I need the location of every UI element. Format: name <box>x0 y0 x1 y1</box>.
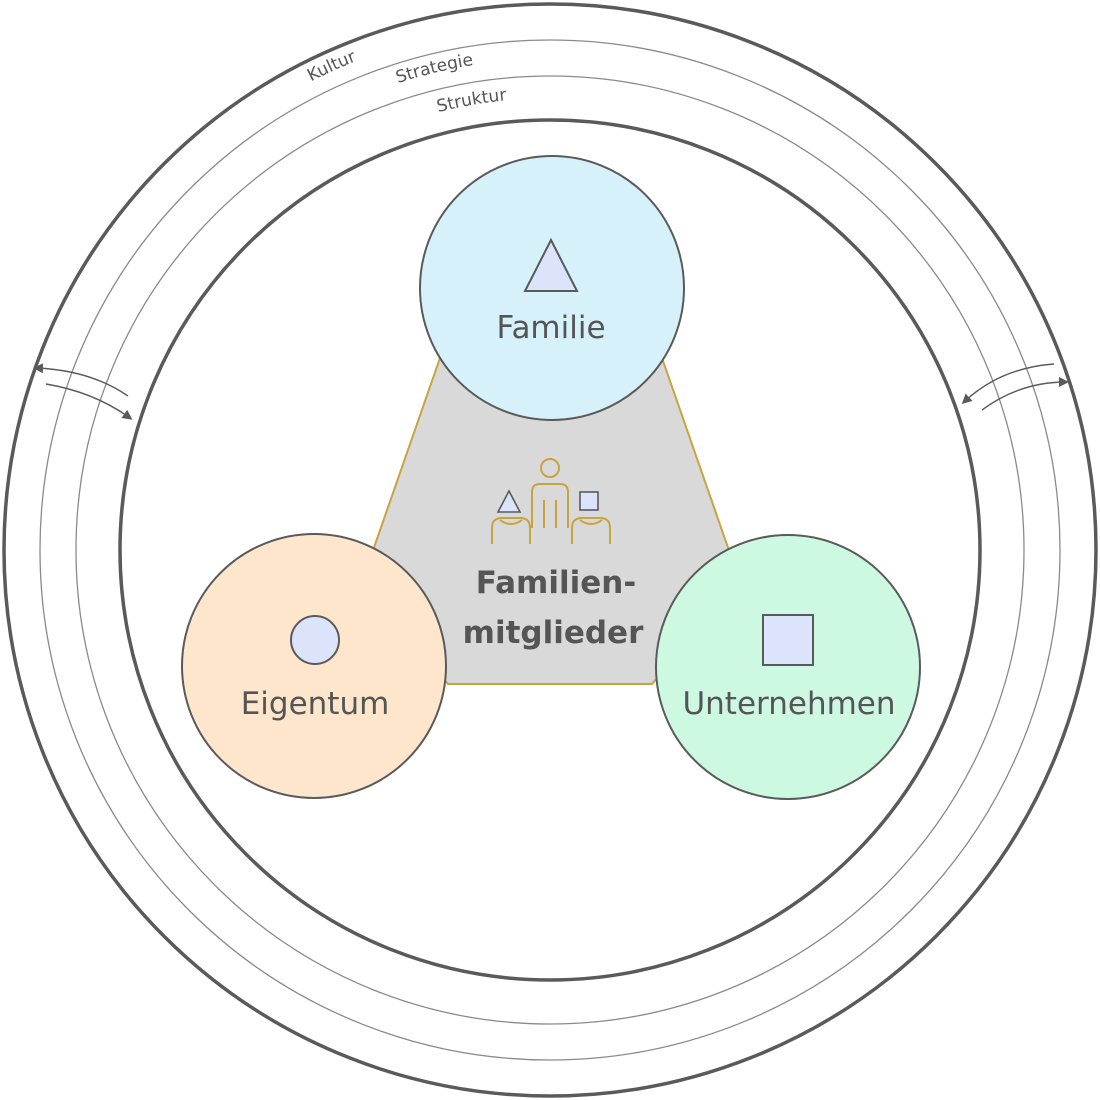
ring-label-strategie: Strategie <box>393 50 474 88</box>
ring-kultur-inner <box>39 39 1061 1061</box>
unternehmen-label: Unternehmen <box>682 686 895 722</box>
eigentum-label: Eigentum <box>241 686 390 722</box>
exchange-arrows-right-icon <box>961 363 1069 411</box>
family-members-icon <box>491 458 611 544</box>
circle-icon <box>290 615 340 665</box>
triangle-icon <box>523 237 579 292</box>
ring-label-struktur: Struktur <box>435 85 508 117</box>
eigentum-circle <box>181 533 447 799</box>
square-icon <box>762 614 814 666</box>
center-label-line1: Familien- <box>476 565 636 601</box>
ring-struktur <box>118 118 982 982</box>
familie-label: Familie <box>496 310 605 346</box>
unternehmen-circle <box>655 534 921 800</box>
exchange-arrows-left-icon <box>33 363 133 420</box>
center-label-line2: mitglieder <box>463 615 644 651</box>
ring-strategie <box>75 75 1025 1025</box>
